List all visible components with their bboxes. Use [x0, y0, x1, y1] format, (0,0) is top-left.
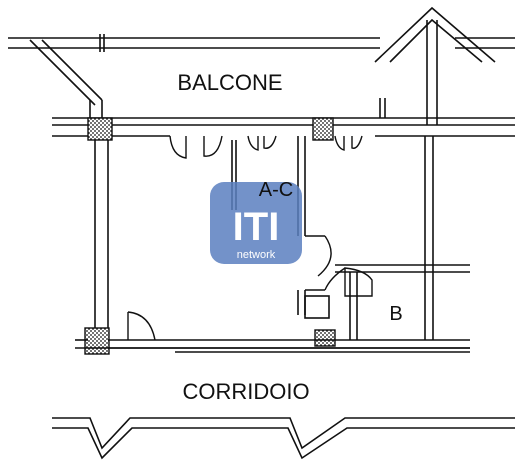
facade-wall — [52, 98, 515, 137]
label-balcony: BALCONE — [177, 70, 282, 95]
watermark-brand: ITI — [233, 205, 280, 249]
interior-doors — [127, 235, 373, 341]
corridor-wall — [52, 417, 515, 460]
watermark-box — [210, 182, 302, 264]
label-corridor: CORRIDOIO — [182, 379, 309, 404]
balcony-doors — [169, 135, 363, 159]
balcony-outline — [8, 6, 515, 125]
hatched-pillars — [84, 117, 336, 355]
label-room-b: B — [389, 303, 402, 325]
label-ac: A-C — [259, 179, 293, 201]
watermark-subtitle: network — [237, 249, 276, 261]
watermark-logo: ITI network — [210, 182, 302, 264]
